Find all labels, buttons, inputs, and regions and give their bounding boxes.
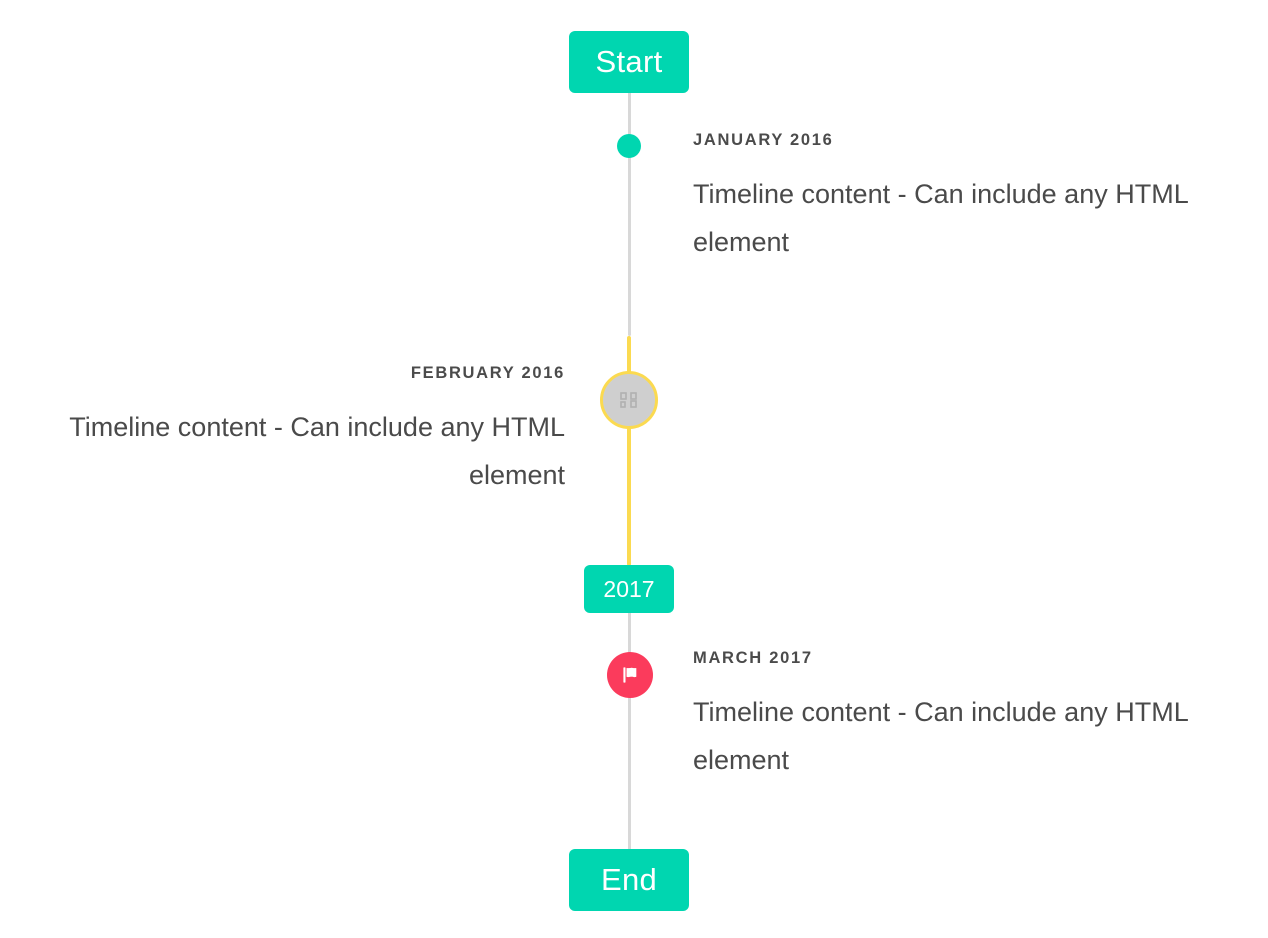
flag-glyph-icon (623, 667, 637, 683)
timeline-entry-date: FEBRUARY 2016 (410, 364, 565, 382)
flag-icon[interactable] (607, 652, 653, 698)
timeline-entry-date: MARCH 2017 (693, 649, 813, 667)
timeline-entry-february: FEBRUARY 2016 Timeline content - Can inc… (25, 364, 565, 499)
timeline-start-badge[interactable]: Start (569, 31, 689, 93)
timeline-rail-grey-lower (628, 612, 631, 850)
timeline-year-badge[interactable]: 2017 (584, 565, 674, 613)
broken-image-glyph-icon (620, 392, 637, 408)
timeline-end-badge[interactable]: End (569, 849, 689, 911)
placeholder-glyph-icon[interactable] (600, 371, 658, 429)
timeline-entry-january: JANUARY 2016 Timeline content - Can incl… (693, 131, 1233, 266)
timeline-entry-body: Timeline content - Can include any HTML … (69, 412, 565, 490)
dot-icon[interactable] (617, 134, 641, 158)
timeline-entry-date: JANUARY 2016 (693, 131, 834, 149)
timeline-entry-body: Timeline content - Can include any HTML … (693, 179, 1188, 257)
timeline-rail-yellow (627, 336, 631, 566)
timeline-rail-grey-upper (628, 92, 631, 336)
timeline-entry-body: Timeline content - Can include any HTML … (693, 697, 1188, 775)
timeline-entry-march: MARCH 2017 Timeline content - Can includ… (693, 649, 1233, 784)
